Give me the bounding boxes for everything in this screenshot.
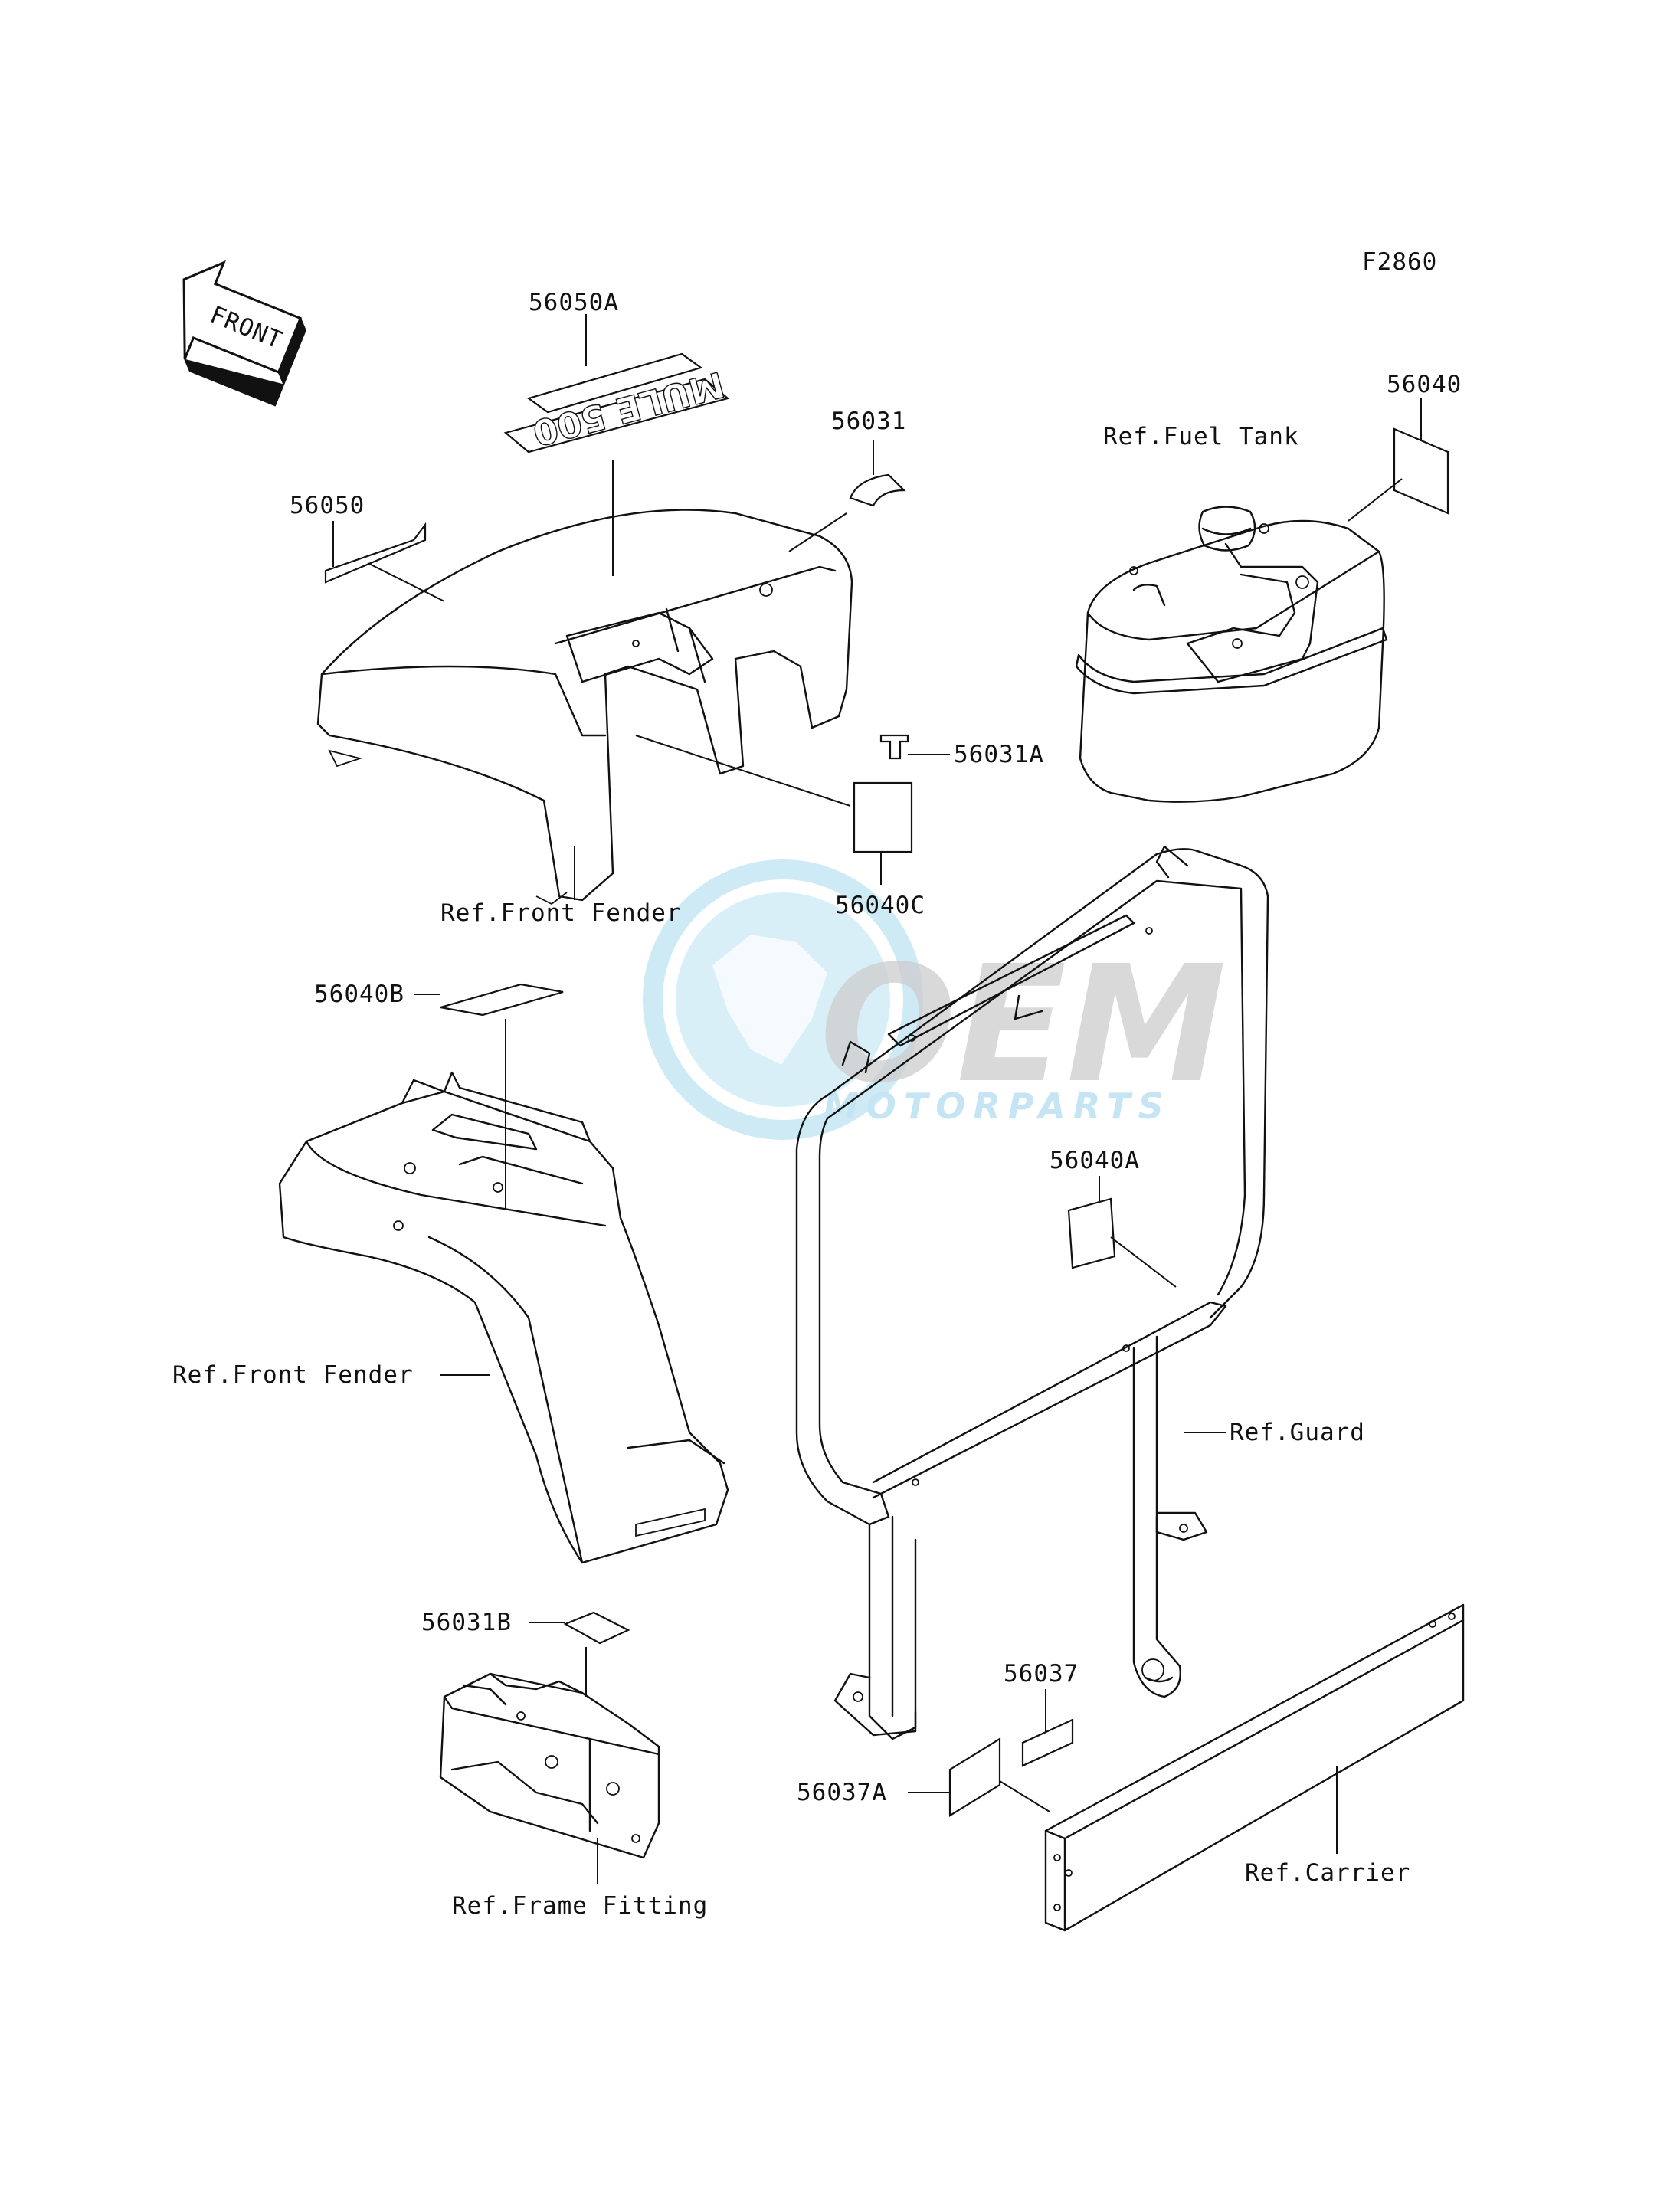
label-56031: 56031: [831, 408, 906, 435]
label-56040: 56040: [1387, 371, 1462, 398]
decal-56050: [324, 522, 427, 584]
label-ref-front-fender-upper: Ref.Front Fender: [440, 899, 682, 927]
guard-frame: [795, 845, 1269, 1740]
decal-56037A: [948, 1737, 1001, 1817]
frame-fitting: [439, 1672, 660, 1859]
decal-56050A: MULE 500: [503, 352, 730, 454]
front-fender-upper: [316, 509, 853, 905]
label-ref-carrier: Ref.Carrier: [1245, 1859, 1410, 1887]
watermark: OEM MOTORPARTS: [643, 859, 1226, 1140]
decal-56031: [849, 473, 906, 507]
label-56031A: 56031A: [954, 741, 1044, 768]
label-56040A: 56040A: [1050, 1147, 1140, 1174]
label-ref-frame-fitting: Ref.Frame Fitting: [452, 1892, 708, 1920]
label-ref-front-fender-lower: Ref.Front Fender: [172, 1361, 414, 1389]
decal-56040: [1393, 427, 1449, 515]
carrier-panel: [1044, 1603, 1465, 1932]
label-ref-fuel-tank: Ref.Fuel Tank: [1103, 423, 1299, 450]
label-56050: 56050: [290, 492, 365, 519]
decal-56037: [1021, 1718, 1074, 1767]
front-arrow-icon: FRONT: [182, 260, 306, 407]
front-fender-lower: [278, 1071, 729, 1564]
label-56037: 56037: [1004, 1660, 1079, 1688]
decal-56040C: [853, 781, 913, 853]
label-ref-guard: Ref.Guard: [1230, 1419, 1365, 1446]
label-56040B: 56040B: [314, 981, 404, 1008]
decal-56031B: [563, 1611, 630, 1645]
decal-56040B: [440, 983, 564, 1017]
watermark-sub-text: MOTORPARTS: [824, 1085, 1171, 1127]
decal-56031A: [879, 734, 909, 760]
decal-56040A: [1067, 1197, 1116, 1269]
label-56040C: 56040C: [835, 892, 925, 919]
figure-code: F2860: [1362, 248, 1437, 276]
label-56050A: 56050A: [529, 289, 619, 316]
label-56037A: 56037A: [797, 1779, 887, 1806]
fuel-tank: [1075, 506, 1388, 803]
watermark-logo-text: OEM: [820, 931, 1226, 1118]
label-56031B: 56031B: [421, 1609, 512, 1636]
